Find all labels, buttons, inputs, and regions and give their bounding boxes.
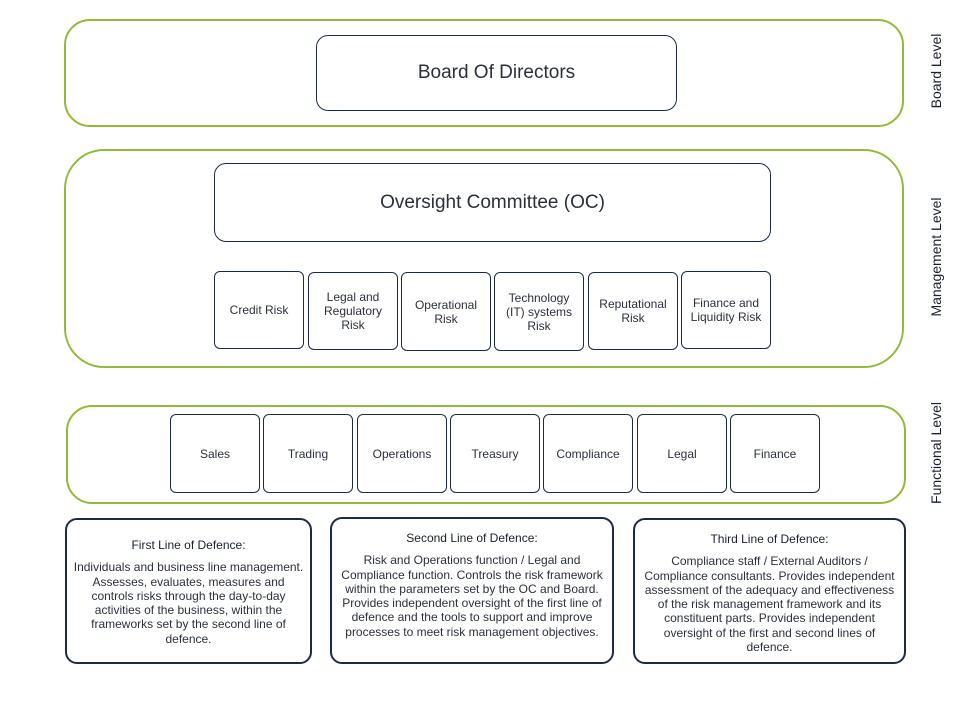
second-line-title: Second Line of Defence: [406, 531, 538, 545]
function-label: Operations [372, 446, 432, 461]
oversight-committee-label: Oversight Committee (OC) [380, 191, 605, 213]
function-label: Compliance [556, 446, 620, 461]
function-box-trading: Trading [263, 414, 353, 493]
first-line-of-defence-box: First Line of Defence: Individuals and b… [65, 518, 312, 664]
function-box-legal: Legal [637, 414, 727, 493]
first-line-title: First Line of Defence: [131, 538, 246, 552]
management-level-label: Management Level [928, 197, 944, 317]
risk-box-reputational: Reputational Risk [588, 272, 678, 350]
risk-label: Technology (IT) systems Risk [506, 290, 572, 333]
function-label: Treasury [471, 446, 519, 461]
function-label: Sales [199, 446, 231, 461]
board-of-directors-box: Board Of Directors [316, 35, 677, 111]
oversight-committee-box: Oversight Committee (OC) [214, 163, 771, 242]
function-box-treasury: Treasury [450, 414, 540, 493]
risk-box-credit: Credit Risk [214, 271, 304, 349]
risk-label: Legal and Regulatory Risk [323, 290, 383, 332]
functional-level-label: Functional Level [928, 402, 944, 504]
function-box-operations: Operations [357, 414, 447, 493]
risk-box-technology: Technology (IT) systems Risk [494, 272, 584, 351]
second-line-text: Risk and Operations function / Legal and… [341, 553, 603, 639]
risk-label: Reputational Risk [599, 297, 667, 325]
board-level-label: Board Level [928, 33, 944, 109]
risk-box-finance-liquidity: Finance and Liquidity Risk [681, 271, 771, 349]
function-box-finance: Finance [730, 414, 820, 493]
risk-box-legal-regulatory: Legal and Regulatory Risk [308, 272, 398, 350]
second-line-of-defence-box: Second Line of Defence: Risk and Operati… [330, 517, 614, 664]
function-box-sales: Sales [170, 414, 260, 493]
third-line-title: Third Line of Defence: [710, 532, 829, 546]
function-label: Trading [287, 446, 329, 461]
risk-label: Finance and Liquidity Risk [690, 296, 762, 324]
function-label: Finance [753, 446, 797, 461]
function-box-compliance: Compliance [543, 414, 633, 493]
board-of-directors-label: Board Of Directors [417, 62, 576, 83]
third-line-of-defence-box: Third Line of Defence: Compliance staff … [633, 518, 906, 664]
first-line-text: Individuals and business line management… [73, 560, 304, 646]
risk-box-operational: Operational Risk [401, 272, 491, 351]
third-line-text: Compliance staff / External Auditors / C… [644, 554, 895, 655]
function-label: Legal [667, 446, 697, 461]
risk-label: Credit Risk [229, 303, 289, 317]
risk-label: Operational Risk [414, 297, 478, 326]
